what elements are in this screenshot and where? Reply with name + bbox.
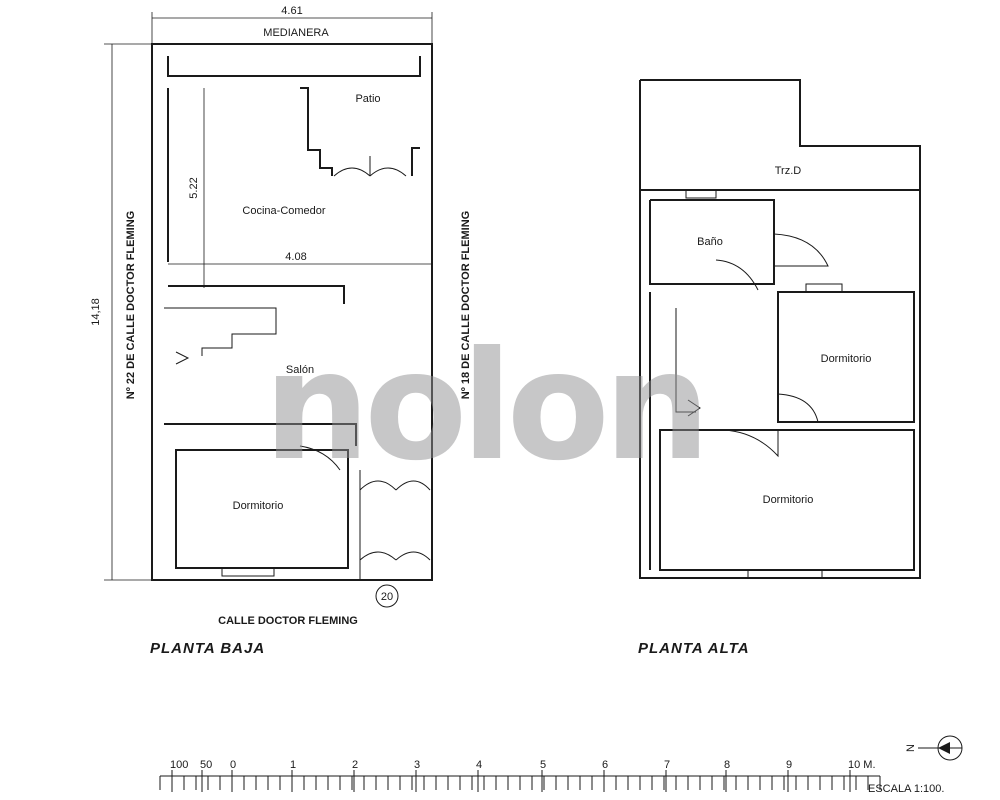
height-dim-label: 14,18 [90,298,102,326]
scale-label: 3 [414,759,420,771]
scale-label: 0 [230,759,236,771]
upper-bedroom2-label: Dormitorio [763,494,814,506]
terrace-window [685,189,717,199]
scale-label: 4 [476,759,482,771]
scale-bar: 100 50 0 1 2 3 4 5 6 7 8 9 10 M. ESCALA 1:100. [159,759,944,795]
scale-label: 9 [786,759,792,771]
house-number-label: 20 [381,591,393,603]
scale-label: 1 [290,759,296,771]
salon-top-wall [168,285,345,304]
ground-outer-wall [151,43,433,581]
terrace-label: Trz.D [775,165,802,177]
upper-floor-plan: Trz.D Baño Dormitorio Dormitorio PLANTA … [638,79,921,657]
ground-floor-plan: 4.61 MEDIANERA 14,18 Nº 22 DE CALLE DOCT… [90,5,472,657]
scale-ticks [159,770,881,792]
inner-width-dim-label: 4.08 [285,251,306,263]
upper-outer-wall [639,79,921,579]
bath-wall [649,199,775,285]
scale-caption: ESCALA 1:100. [868,783,944,795]
medianera-label: MEDIANERA [263,27,329,39]
street-label: CALLE DOCTOR FLEMING [218,615,358,627]
scale-label: 7 [664,759,670,771]
patio-wall-right [411,147,420,176]
scale-labels: 100 50 0 1 2 3 4 5 6 7 8 9 10 M. [170,759,876,771]
scale-label: 6 [602,759,608,771]
bath-door [773,233,829,267]
scale-label: 10 M. [848,759,876,771]
scale-label: 2 [352,759,358,771]
patio-label: Patio [355,93,380,105]
scale-label: 8 [724,759,730,771]
ground-bedroom-label: Dormitorio [233,500,284,512]
salon-label: Salón [286,364,314,376]
stairs-upper [675,308,696,413]
bath-door-2 [715,259,759,291]
patio-wall-top [167,56,421,77]
kitchen-height-dim: 5.22 [188,177,200,198]
kitchen-label: Cocina-Comedor [242,205,325,217]
bath-label: Baño [697,236,723,248]
upper-bedroom1-label: Dormitorio [821,353,872,365]
right-neighbor-label: Nº 18 DE CALLE DOCTOR FLEMING [460,211,472,399]
upper-bedroom2-door [723,429,779,458]
stairs [164,307,277,356]
upper-bedroom1-window [805,283,843,293]
upper-bedroom1-wall [777,291,915,423]
watermark-logo: nolon [263,320,704,494]
width-dim-label: 4.61 [281,5,302,17]
salon-bottom-wall [164,423,357,446]
scale-label: 100 [170,759,188,771]
upper-bedroom1-door [777,393,819,423]
entry-door-top [359,480,431,491]
stairs-arrow [175,351,190,365]
upper-floor-title: PLANTA ALTA [638,640,750,657]
patio-wall-left [300,87,333,176]
ground-floor-title: PLANTA BAJA [150,640,265,657]
patio-door [333,156,407,177]
north-arrow-icon: N [905,735,963,761]
upper-bedroom2-window [747,569,823,579]
left-neighbor-label: Nº 22 DE CALLE DOCTOR FLEMING [125,211,137,399]
ground-bedroom-window [221,567,275,577]
entry-door-bottom [359,551,431,561]
north-label: N [905,744,917,752]
house-number-badge [375,584,399,608]
scale-label: 5 [540,759,546,771]
scale-label: 50 [200,759,212,771]
bedroom-door [299,445,341,471]
stairs-upper-arrow [687,399,701,417]
